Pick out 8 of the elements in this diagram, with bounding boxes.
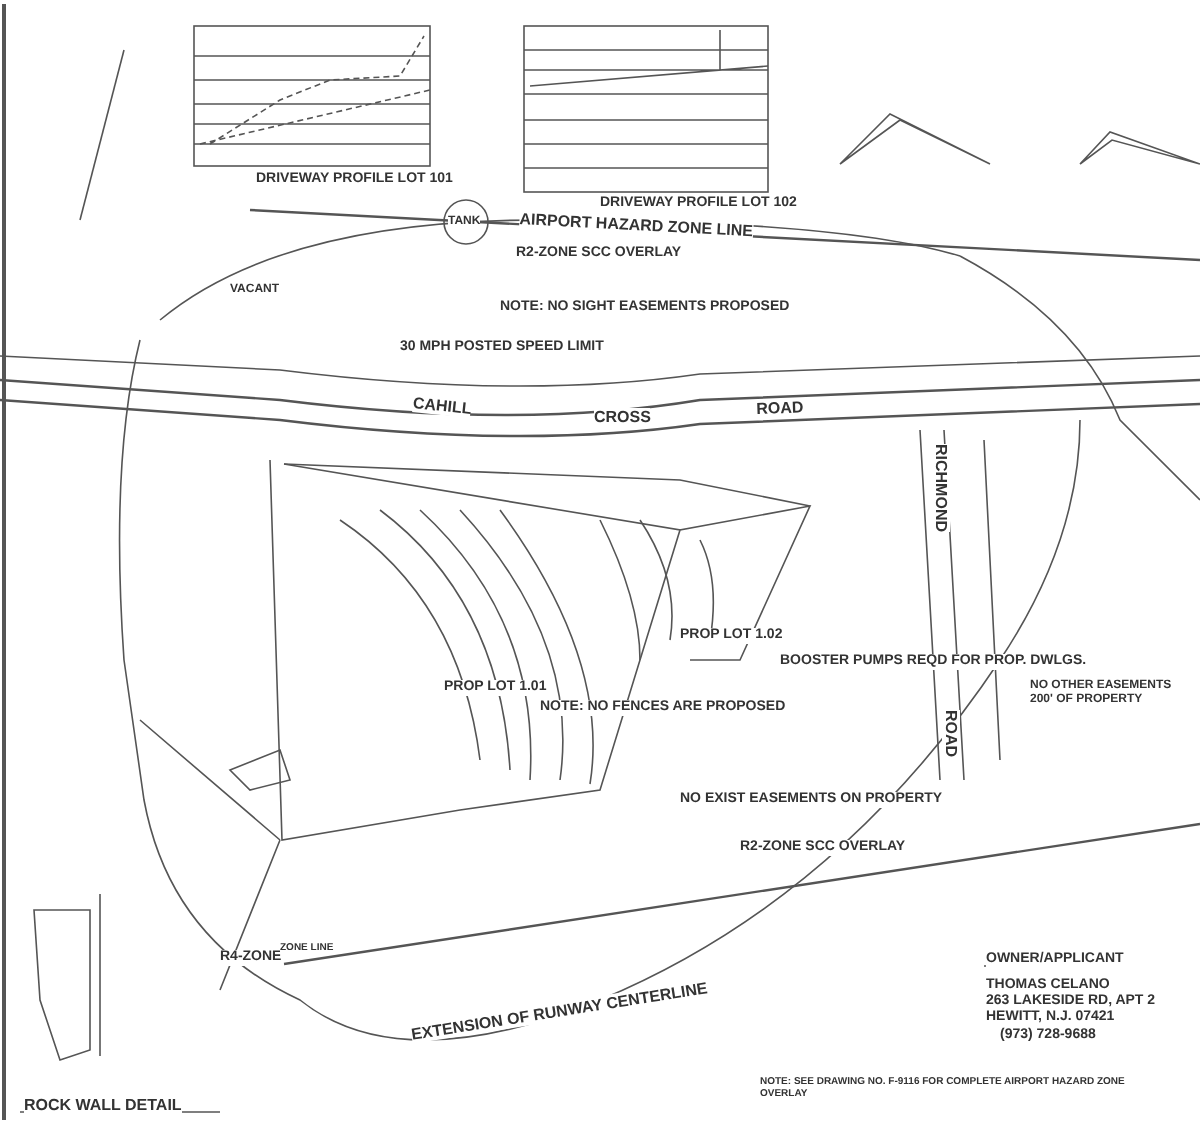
road-name: CROSS: [594, 408, 651, 426]
road-name: ROAD: [756, 398, 804, 418]
road-name: RICHMOND: [932, 444, 950, 532]
road-name: ROAD: [942, 710, 960, 758]
zone-line-label: AIRPORT HAZARD ZONE LINE: [519, 210, 754, 241]
detail-caption: ROCK WALL DETAIL: [24, 1096, 182, 1114]
centerline-label: EXTENSION OF RUNWAY CENTERLINE: [410, 979, 709, 1044]
road-name: CAHILL: [412, 394, 473, 419]
